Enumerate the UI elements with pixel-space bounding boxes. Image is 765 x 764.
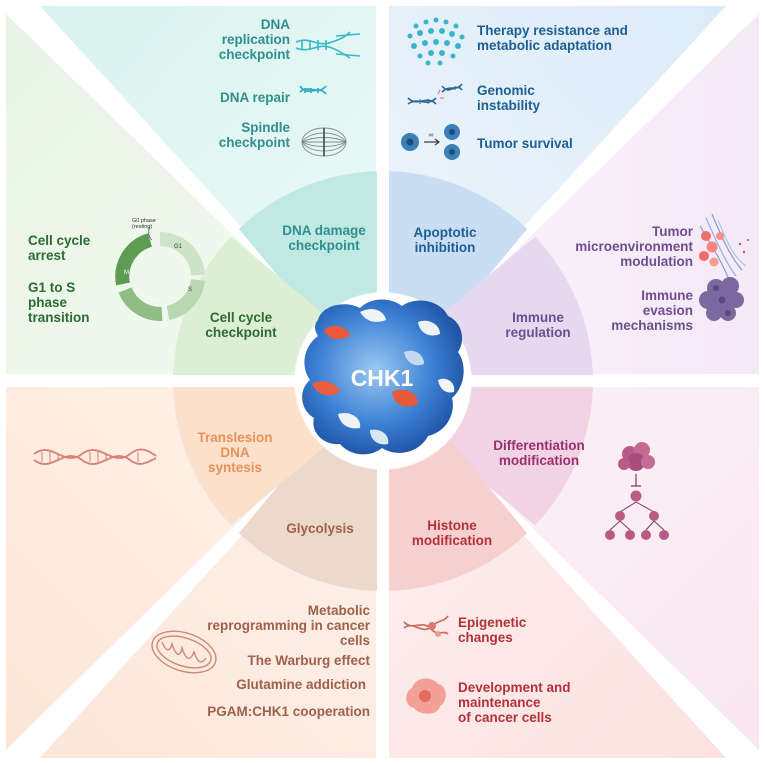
dot-cluster-icon	[407, 17, 465, 66]
label-pgam: PGAM:CHK1 cooperation	[207, 704, 370, 719]
label-dna-repair: DNA repair	[219, 90, 290, 105]
ring-translesion	[173, 387, 325, 526]
cell-cycle-ring-icon	[115, 225, 205, 322]
ring-dna-damage	[238, 171, 377, 323]
replication-fork-icon	[295, 31, 361, 59]
dna-helix-icon	[299, 85, 327, 95]
ring-glycolysis	[238, 439, 377, 591]
cancer-cell-icon	[406, 678, 446, 714]
lineage-tree-icon	[605, 442, 669, 540]
ring-cell-cycle	[173, 236, 325, 375]
mitotic-spindle-icon	[301, 127, 347, 157]
label-glutamine: Glutamine addiction	[236, 677, 366, 692]
chk1-protein-surface-icon	[302, 299, 464, 455]
inner-label-glycolysis: Glycolysis	[286, 521, 354, 536]
fibroblast-cluster-icon	[699, 213, 749, 283]
broken-dna-icon	[407, 83, 463, 105]
dna-strand-icon	[33, 448, 157, 465]
cycle-m-label: M	[124, 270, 129, 276]
label-tumor-survival: Tumor survival	[477, 136, 573, 151]
label-warburg: The Warburg effect	[247, 653, 370, 668]
ring-apoptotic	[389, 171, 528, 323]
cycle-g1-label: G1	[174, 244, 183, 250]
cycle-s-label: S	[188, 287, 192, 293]
ring-differentiation	[441, 387, 593, 526]
epigenetic-dna-icon	[403, 615, 449, 637]
cycle-phase-note: G0 phase (resting)	[132, 218, 157, 230]
ring-immune	[441, 236, 593, 375]
center-label: CHK1	[351, 365, 414, 391]
svg-text:∞: ∞	[429, 132, 434, 139]
ring-histone	[389, 439, 528, 591]
cell-division-icon: ∞	[401, 124, 460, 160]
tumor-mass-icon	[699, 277, 744, 321]
mitochondrion-icon	[151, 630, 217, 674]
cycle-g2-label: G2	[150, 298, 159, 304]
